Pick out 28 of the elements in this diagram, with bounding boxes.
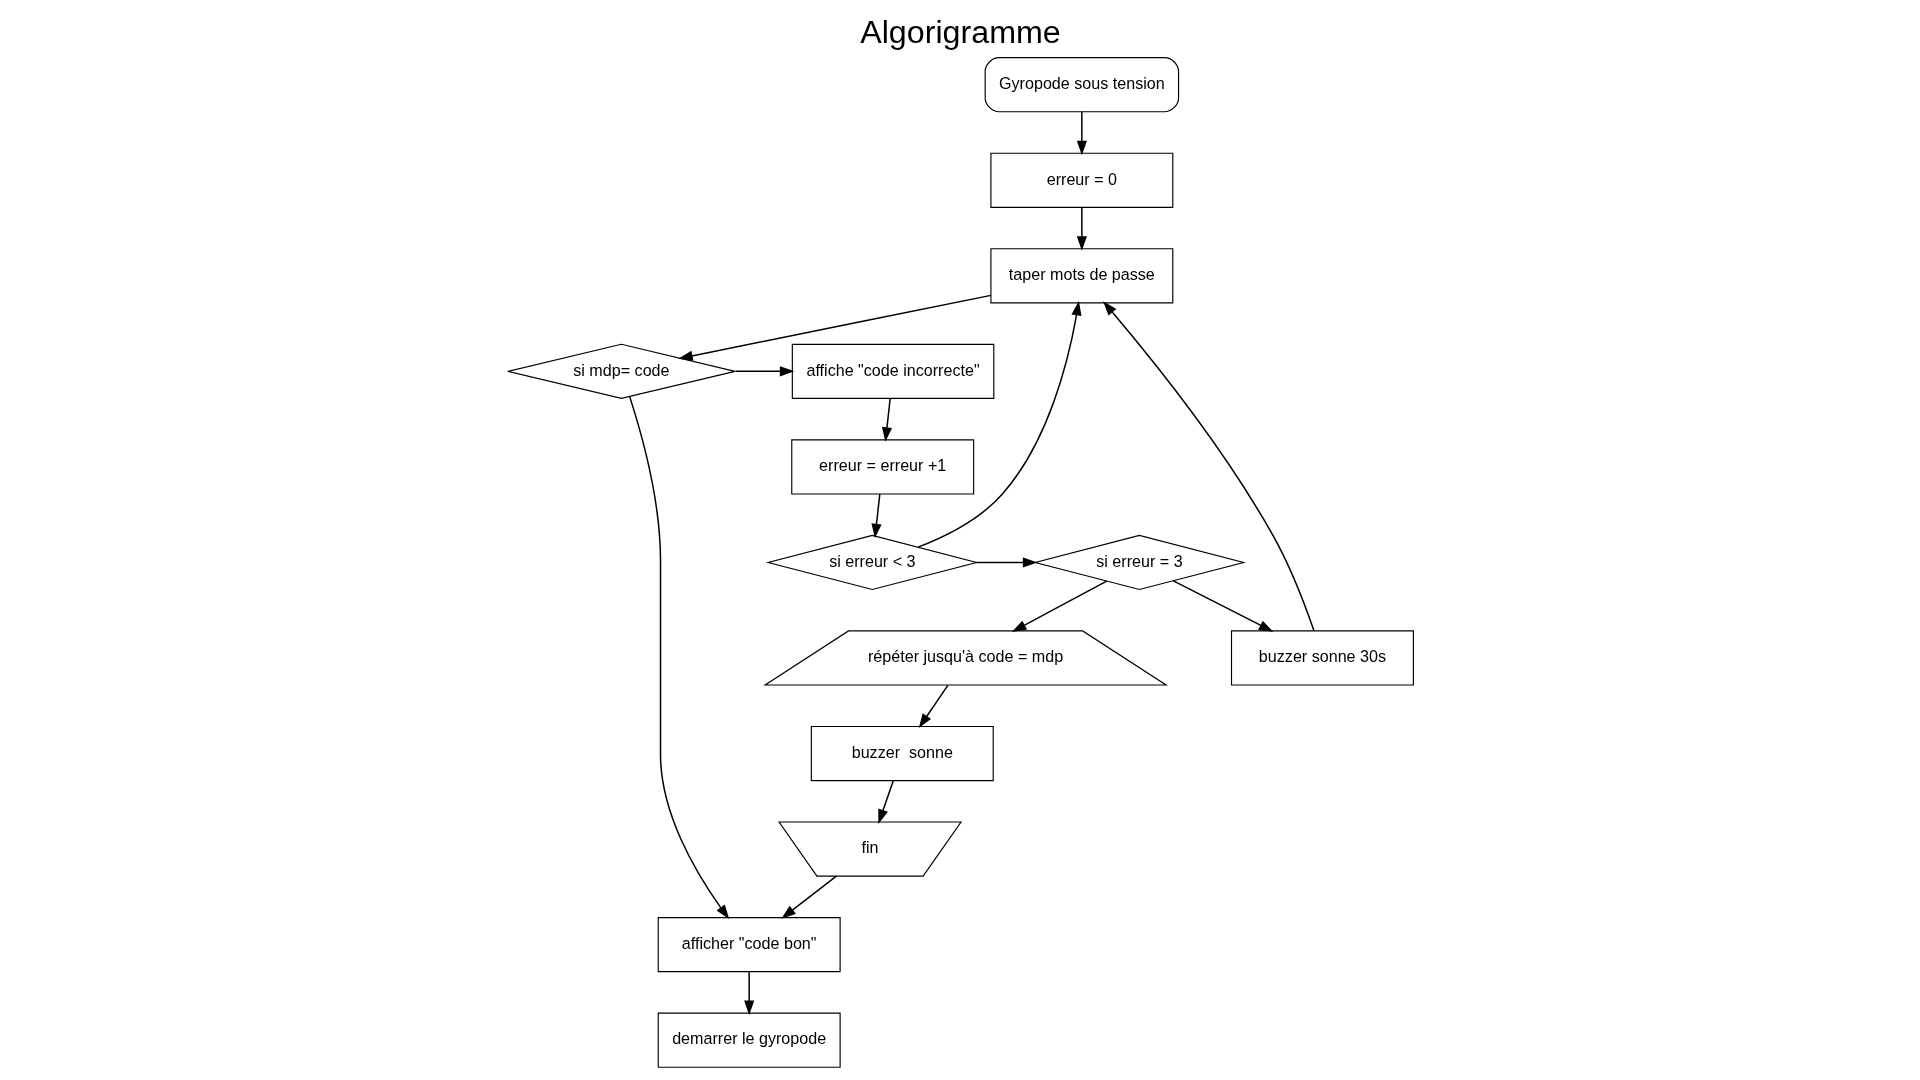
arrow (1172, 580, 1273, 632)
node-box: taper mots de passe (989, 248, 1173, 304)
node-box: Gyropode sous tension (984, 57, 1179, 113)
arrow (870, 493, 882, 539)
arrow (1076, 111, 1087, 156)
arrow (877, 779, 894, 824)
arrow (780, 875, 837, 919)
arrow (1011, 580, 1107, 632)
node-box: erreur = 0 (989, 152, 1173, 208)
node-box: demarrer le gyropode (657, 1012, 841, 1068)
arrow (918, 684, 949, 729)
arrow (628, 395, 729, 920)
node-box: buzzer sonne (810, 725, 994, 782)
arrow (1102, 301, 1315, 632)
diagram-title: Algorigramme (859, 14, 1061, 51)
arrow (916, 300, 1081, 548)
node-diamond: si erreur < 3 (765, 534, 979, 591)
arrow (743, 971, 754, 1016)
node-box: buzzer sonne 30s (1230, 630, 1414, 686)
node-box: afficher "code bon" (657, 917, 841, 973)
node-diamond: si mdp= code (506, 343, 736, 399)
node-box: erreur = erreur +1 (790, 439, 974, 495)
arrow (734, 366, 794, 377)
node-box: affiche "code incorrecte" (791, 343, 994, 399)
arrow (677, 294, 992, 361)
arrow (881, 397, 892, 442)
arrow (975, 557, 1037, 568)
arrow (1076, 206, 1087, 251)
